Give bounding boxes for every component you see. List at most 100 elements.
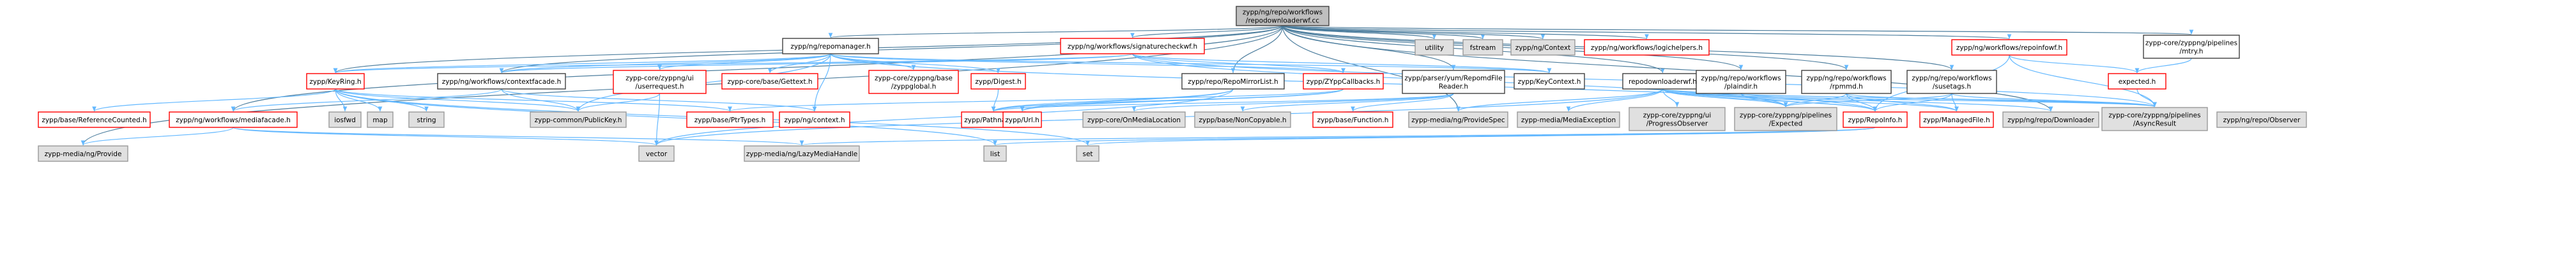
node-box [2216, 111, 2307, 128]
node-box [530, 111, 627, 128]
node-string[interactable]: string [408, 111, 445, 128]
node-susetags[interactable]: zypp/ng/repo/workflows/susetags.h [1906, 70, 1997, 94]
edge-mediafacade-to-lazymediahandle [233, 127, 804, 146]
node-gettext[interactable]: zypp-core/base/Gettext.h [721, 73, 818, 90]
node-keyring[interactable]: zypp/KeyRing.h [306, 73, 365, 90]
node-repoobserver[interactable]: zypp/ng/repo/Observer [2216, 111, 2307, 128]
edge-repoinfowf-to-asyncresult [2009, 54, 2157, 108]
node-publickey[interactable]: zypp-common/PublicKey.h [530, 111, 627, 128]
node-zyppglobal[interactable]: zypp-core/zyppng/base/zyppglobal.h [868, 70, 959, 94]
node-progressobserver[interactable]: zypp-core/zyppng/ui/ProgressObserver [1629, 107, 1726, 131]
node-label: /rpmmd.h [1830, 83, 1863, 91]
edge-repomanager-to-digest [830, 53, 1000, 74]
node-label: expected.h [2119, 78, 2156, 86]
node-label: utility [1425, 44, 1444, 52]
edge-susetags-to-pipelines_expected [1783, 93, 1952, 108]
node-rpmmd[interactable]: zypp/ng/repo/workflows/rpmmd.h [1801, 70, 1892, 94]
node-box [779, 111, 850, 128]
node-lazymediahandle[interactable]: zypp-media/ng/LazyMediaHandle [744, 145, 860, 162]
node-label: zypp/ng/repo/workflows [1701, 75, 1781, 83]
edge-root-to-zyppng_context [1282, 25, 1545, 40]
node-box [638, 145, 675, 162]
node-downloader[interactable]: zypp/ng/repo/Downloader [2002, 111, 2099, 128]
node-asyncresult[interactable]: zypp-core/zyppng/pipelines/AsyncResult [2101, 107, 2208, 131]
node-vector[interactable]: vector [638, 145, 675, 162]
node-repoinfowf[interactable]: zypp/ng/workflows/repoinfowf.h [1951, 39, 2067, 56]
node-url[interactable]: zypp/Url.h [1002, 111, 1042, 128]
node-providespec[interactable]: zypp-media/ng/ProvideSpec [1408, 111, 1508, 128]
edge-repomdfile-to-function [1351, 93, 1454, 112]
node-box [1843, 111, 1908, 128]
edge-repomanager-to-keyring [334, 53, 831, 74]
node-utility[interactable]: utility [1414, 39, 1454, 56]
edge-root-to-sigcheckwf [1130, 25, 1284, 38]
node-list[interactable]: list [983, 145, 1007, 162]
node-keycontext[interactable]: zypp/KeyContext.h [1514, 73, 1585, 90]
node-box [1462, 39, 1503, 56]
node-label: zypp-core/zyppng/ui [1643, 112, 1712, 120]
node-repomanager[interactable]: zypp/ng/repomanager.h [782, 38, 879, 54]
node-label: zypp-core/zyppng/base [875, 75, 953, 83]
node-box [1510, 39, 1575, 56]
node-function[interactable]: zypp/base/Function.h [1312, 111, 1393, 128]
edge-keyring-to-refcounted [92, 88, 336, 112]
node-mediafacade[interactable]: zypp/ng/workflows/mediafacade.h [169, 111, 298, 128]
node-map[interactable]: map [367, 111, 394, 128]
node-provide[interactable]: zypp-media/ng/Provide [38, 145, 128, 162]
node-box [1801, 70, 1892, 94]
node-fstream[interactable]: fstream [1462, 39, 1503, 56]
node-ngcontext[interactable]: zypp/ng/context.h [779, 111, 850, 128]
node-repoinfo[interactable]: zypp/RepoInfo.h [1843, 111, 1908, 128]
node-ctxfacade[interactable]: zypp/ng/workflows/contextfacade.h [437, 73, 566, 90]
edge-repomdfile-to-pathname [992, 93, 1454, 112]
node-root[interactable]: zypp/ng/repo/workflows/repodownloaderwf.… [1236, 6, 1330, 26]
node-box [1919, 111, 1994, 128]
node-box [169, 111, 298, 128]
node-noncopyable[interactable]: zypp/base/NonCopyable.h [1194, 111, 1291, 128]
node-box [1906, 70, 1997, 94]
node-medialocation[interactable]: zypp-core/OnMediaLocation [1082, 111, 1186, 128]
node-repodownloaderwf[interactable]: repodownloaderwf.h [1622, 73, 1703, 90]
node-iosfwd[interactable]: iosfwd [328, 111, 362, 128]
node-box [721, 73, 818, 90]
node-label: zypp/repo/RepoMirrorList.h [1188, 78, 1278, 86]
edge-root-to-logichelpers [1282, 25, 1649, 40]
edge-zyppcallbacks-to-ptrtypes [728, 88, 1344, 112]
node-pipelines_mtry[interactable]: zypp-core/zyppng/pipelines/mtry.h [2143, 35, 2240, 59]
node-label: zypp-core/zyppng/ui [625, 75, 694, 83]
node-mirrorlist[interactable]: zypp/repo/RepoMirrorList.h [1181, 73, 1285, 90]
node-pipelines_expected[interactable]: zypp-core/zyppng/pipelines/Expected [1734, 107, 1837, 131]
node-label: zypp-core/base/Gettext.h [727, 78, 812, 86]
node-mediaexception[interactable]: zypp-media/MediaException [1517, 111, 1620, 128]
edge-keyring-to-publickey [335, 88, 581, 112]
node-box [437, 73, 566, 90]
node-label: Reader.h [1439, 83, 1468, 91]
node-zyppcallbacks[interactable]: zypp/ZYppCallbacks.h [1303, 73, 1384, 90]
node-box [1951, 39, 2067, 56]
node-zyppng_context[interactable]: zypp/ng/Context [1510, 39, 1575, 56]
node-label: /ProgressObserver [1646, 120, 1708, 128]
node-label: zypp/Url.h [1005, 116, 1039, 124]
edge-susetags-to-managedfile [1951, 93, 1959, 112]
node-box [686, 111, 774, 128]
node-managedfile[interactable]: zypp/ManagedFile.h [1919, 111, 1994, 128]
node-digest[interactable]: zypp/Digest.h [970, 73, 1026, 90]
node-set[interactable]: set [1076, 145, 1100, 162]
node-box [1734, 107, 1837, 131]
node-logichelpers[interactable]: zypp/ng/workflows/logichelpers.h [1584, 39, 1710, 56]
edge-susetags-to-repoinfo [1873, 93, 1952, 112]
node-ptrtypes[interactable]: zypp/base/PtrTypes.h [686, 111, 774, 128]
node-label: zypp/KeyRing.h [309, 78, 361, 86]
node-userrequest[interactable]: zypp-core/zyppng/ui/userrequest.h [613, 70, 707, 94]
node-refcounted[interactable]: zypp/base/ReferenceCounted.h [38, 111, 151, 128]
node-label: zypp/ng/repomanager.h [790, 43, 870, 51]
node-label: zypp-core/OnMediaLocation [1087, 116, 1181, 124]
edge-plaindir-to-repoinfo [1740, 93, 1878, 112]
node-sigcheckwf[interactable]: zypp/ng/workflows/signaturecheckwf.h [1060, 38, 1205, 54]
node-box [1414, 39, 1454, 56]
node-expected[interactable]: expected.h [2108, 73, 2166, 90]
edge-zyppcallbacks-to-url [1020, 88, 1344, 112]
node-plaindir[interactable]: zypp/ng/repo/workflows/plaindir.h [1696, 70, 1786, 94]
node-label: /AsyncResult [2133, 120, 2176, 128]
